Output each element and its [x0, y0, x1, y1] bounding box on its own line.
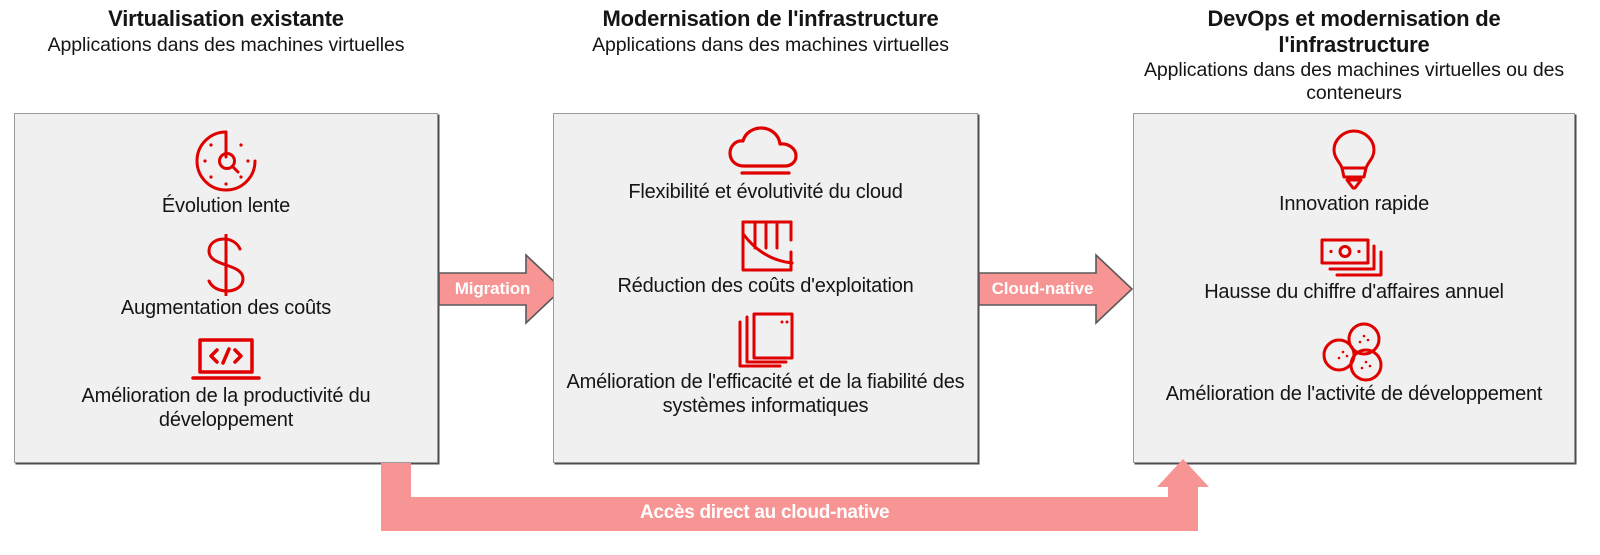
list-item-label: Augmentation des coûts [120, 297, 332, 319]
list-item-label: Innovation rapide [1278, 193, 1430, 215]
list-item: Amélioration de la productivité du dével… [15, 336, 437, 432]
clock-search-icon [180, 128, 272, 194]
column-header-infrastructure-modernisation: Modernisation de l'infrastructure Applic… [553, 6, 988, 56]
declining-chart-icon [735, 218, 797, 274]
list-item-label: Flexibilité et évolutivité du cloud [628, 181, 903, 203]
list-item: Amélioration de l'efficacité et de la fi… [554, 312, 977, 418]
panel-devops-and-infrastructure-modernisation: Innovation rapide Hausse du c [1133, 113, 1575, 463]
list-item: Réduction des coûts d'exploitation [554, 218, 977, 298]
column-subtitle: Applications dans des machines virtuelle… [1143, 59, 1565, 104]
panel-infrastructure-modernisation: Flexibilité et évolutivité du cloud [553, 113, 978, 463]
arrow-direct-access-label: Accès direct au cloud-native [640, 502, 890, 523]
panel-existing-virtualisation: Évolution lente Augmentation des coûts [14, 113, 438, 463]
list-item-label: Amélioration de l'activité de développem… [1165, 383, 1543, 405]
list-item: Augmentation des coûts [15, 233, 437, 320]
column-subtitle: Applications dans des machines virtuelle… [592, 33, 949, 56]
lightbulb-icon [1326, 128, 1382, 192]
list-item-label: Évolution lente [161, 195, 291, 217]
dollar-sign-icon [196, 233, 256, 297]
list-item-label: Amélioration de la productivité du dével… [81, 385, 371, 431]
banknotes-icon [1319, 236, 1389, 280]
list-item: Amélioration de l'activité de développem… [1134, 322, 1574, 406]
list-item: Évolution lente [15, 128, 437, 218]
list-item: Hausse du chiffre d'affaires annuel [1134, 236, 1574, 304]
list-item-label: Amélioration de l'efficacité et de la fi… [566, 371, 965, 417]
column-header-existing-virtualisation: Virtualisation existante Applications da… [14, 6, 438, 56]
column-subtitle: Applications dans des machines virtuelle… [47, 33, 405, 56]
column-title: Virtualisation existante [108, 6, 344, 31]
list-item-label: Hausse du chiffre d'affaires annuel [1204, 281, 1504, 303]
column-title: Modernisation de l'infrastructure [602, 6, 939, 31]
connected-circles-icon [1321, 322, 1387, 382]
column-title: DevOps et modernisation de l'infrastruct… [1207, 6, 1501, 57]
cloud-icon [726, 126, 806, 180]
column-header-devops-and-infrastructure-modernisation: DevOps et modernisation de l'infrastruct… [1133, 6, 1575, 104]
stacked-documents-icon [736, 312, 796, 370]
code-window-icon [185, 336, 267, 384]
list-item-label: Réduction des coûts d'exploitation [617, 275, 914, 297]
list-item: Flexibilité et évolutivité du cloud [554, 126, 977, 204]
list-item: Innovation rapide [1134, 128, 1574, 216]
